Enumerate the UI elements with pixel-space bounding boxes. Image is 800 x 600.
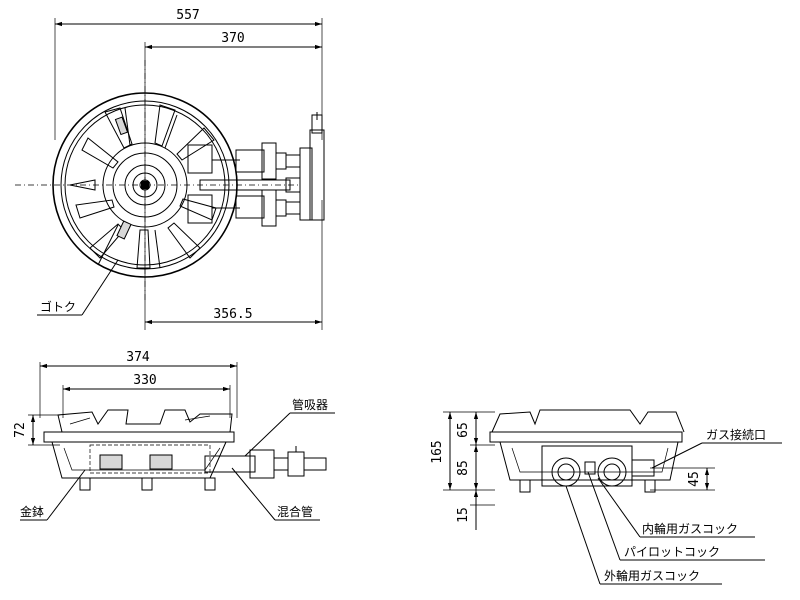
gas-connection-callout: ガス接続口 <box>651 427 782 469</box>
dim-upper: 65 <box>456 412 479 445</box>
side-top-plate <box>489 431 683 443</box>
valve-assembly-top <box>187 112 325 227</box>
dim-lower: 15 <box>456 490 479 530</box>
pilot-cock-callout: パイロットコック <box>587 471 765 561</box>
dim-front-height-label: 72 <box>13 422 28 438</box>
mixing-tube-assembly <box>204 446 327 479</box>
dim-front-inner-width-label: 330 <box>133 373 156 388</box>
dim-center-to-back-label: 356.5 <box>213 307 252 322</box>
dim-overall-width-label: 557 <box>176 8 199 23</box>
pilot-cock-label: パイロットコック <box>624 545 720 559</box>
mixing-tube-label: 混合管 <box>277 504 313 519</box>
dim-connection-height: 45 <box>650 467 715 491</box>
top-plate <box>43 431 235 443</box>
air-intake-label: 管吸器 <box>292 397 328 412</box>
top-view: 557 370 356.5 <box>15 8 325 330</box>
dim-total-height: 165 <box>430 412 453 490</box>
gas-connection-label: ガス接続口 <box>706 427 766 442</box>
side-valves <box>551 457 655 487</box>
mixing-tube-callout: 混合管 <box>231 467 320 521</box>
dim-center-to-end-label: 370 <box>221 31 244 46</box>
dim-total-height-label: 165 <box>430 440 445 463</box>
dim-front-width-label: 374 <box>126 350 150 365</box>
dim-front-inner-width: 330 <box>63 373 230 392</box>
dim-center-to-back: 356.5 <box>145 307 322 325</box>
side-view: 165 65 85 15 45 <box>430 409 782 585</box>
trivet-label: ゴトク <box>40 299 76 314</box>
dim-upper-label: 65 <box>456 422 471 438</box>
base-body <box>51 441 227 479</box>
burner-inner-ring <box>102 142 188 228</box>
front-view: 374 330 72 <box>13 350 335 521</box>
side-base-body <box>499 441 679 481</box>
dim-lower-label: 15 <box>456 507 471 523</box>
dim-overall-width: 557 <box>55 8 322 27</box>
dim-front-width: 374 <box>40 350 237 369</box>
dim-connection-height-label: 45 <box>687 471 702 487</box>
trivet-spokes <box>69 104 217 269</box>
base-label: 金鉢 <box>20 504 44 519</box>
outer-cock-label: 外輪用ガスコック <box>604 568 700 583</box>
air-intake-callout: 管吸器 <box>244 397 335 457</box>
trivet-callout: ゴトク <box>37 259 119 316</box>
dim-middle-label: 85 <box>456 460 471 476</box>
base-callout: 金鉢 <box>20 469 86 521</box>
dim-front-height: 72 <box>13 415 36 445</box>
burner-cap <box>132 172 158 198</box>
inner-cock-label: 内輪用ガスコック <box>642 521 738 536</box>
dim-center-to-end: 370 <box>145 31 322 50</box>
dim-middle: 85 <box>456 445 479 490</box>
outer-cock-callout: 外輪用ガスコック <box>565 485 722 585</box>
inner-cock-callout: 内輪用ガスコック <box>597 477 755 538</box>
burner-outer-ring <box>52 92 238 278</box>
